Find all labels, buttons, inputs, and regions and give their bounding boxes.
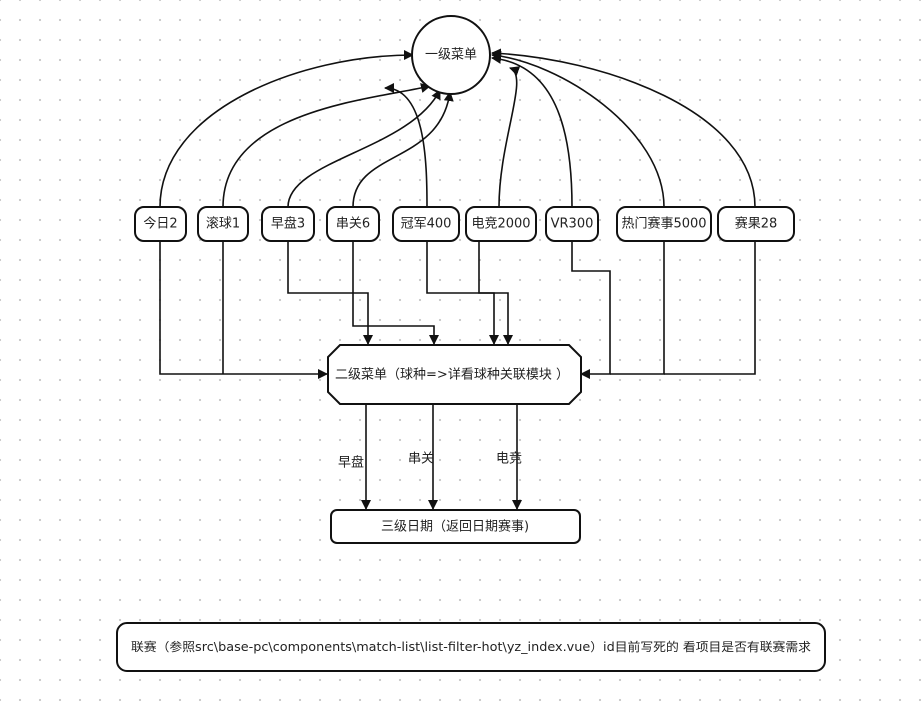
connector-champion-second xyxy=(426,241,513,345)
tab-label: VR300 xyxy=(551,217,594,232)
tab-label: 电竞2000 xyxy=(471,216,530,232)
connectors-to-third-menu xyxy=(361,404,522,510)
tab-label: 滚球1 xyxy=(206,216,240,232)
tab-node-hot[interactable]: 热门赛事5000 xyxy=(616,206,712,242)
connector-vr-second xyxy=(571,241,611,379)
connectors-to-top-menu xyxy=(159,48,756,208)
tab-label: 赛果28 xyxy=(735,216,778,232)
connector-hot-top xyxy=(491,50,665,208)
tab-node-live[interactable]: 滚球1 xyxy=(197,206,249,242)
connector-vr-top xyxy=(491,53,573,208)
tab-node-esports[interactable]: 电竞2000 xyxy=(465,206,537,242)
connectors-to-second-menu xyxy=(159,241,756,379)
connector-results-top xyxy=(491,48,756,208)
top-menu-label: 一级菜单 xyxy=(425,48,477,63)
connector-live-top xyxy=(222,83,431,208)
connector-today-top xyxy=(159,50,414,208)
connector-label-early: 早盘 xyxy=(338,455,364,471)
connector-today-second xyxy=(159,241,328,379)
connector-champion-top xyxy=(384,83,428,208)
tab-label: 冠军400 xyxy=(401,217,452,232)
connector-label-esports: 电竞 xyxy=(496,451,522,467)
connector-label-parlay: 串关 xyxy=(408,452,434,467)
connector-label-group: 早盘 串关 电竞 xyxy=(338,451,522,471)
tab-label: 今日2 xyxy=(143,216,177,232)
connector-parlay-top xyxy=(352,91,454,208)
second-menu-label: 二级菜单（球种=>详看球种关联模块 ） xyxy=(335,367,569,383)
third-menu-label: 三级日期（返回日期赛事) xyxy=(381,519,529,535)
league-note-label: 联赛（参照src\base-pc\components\match-list\l… xyxy=(131,639,811,654)
tab-label: 串关6 xyxy=(336,217,370,232)
tab-node-early[interactable]: 早盘3 xyxy=(261,206,315,242)
connector-early-second xyxy=(287,241,373,345)
tab-node-vr[interactable]: VR300 xyxy=(545,206,599,242)
third-menu-node[interactable]: 三级日期（返回日期赛事) xyxy=(330,509,581,544)
tab-label: 热门赛事5000 xyxy=(621,216,706,232)
tab-node-results[interactable]: 赛果28 xyxy=(717,206,795,242)
connector-esports-top xyxy=(498,66,521,208)
tab-row: 今日2 滚球1 早盘3 串关6 冠军400 电竞2000 VR300 热门赛事 xyxy=(134,206,795,242)
tab-node-parlay[interactable]: 串关6 xyxy=(326,206,380,242)
second-menu-node[interactable]: 二级菜单（球种=>详看球种关联模块 ） xyxy=(327,344,582,405)
tab-node-champion[interactable]: 冠军400 xyxy=(392,206,460,242)
top-menu-node[interactable]: 一级菜单 xyxy=(411,15,491,95)
connector-parlay-second xyxy=(352,241,439,345)
connector-hot-second xyxy=(610,241,665,375)
connector-esports-second xyxy=(478,241,499,345)
tab-node-today[interactable]: 今日2 xyxy=(134,206,187,242)
league-note-node[interactable]: 联赛（参照src\base-pc\components\match-list\l… xyxy=(116,622,826,672)
connector-early-top xyxy=(287,89,441,208)
connector-results-second xyxy=(664,241,756,375)
tab-label: 早盘3 xyxy=(271,216,305,232)
